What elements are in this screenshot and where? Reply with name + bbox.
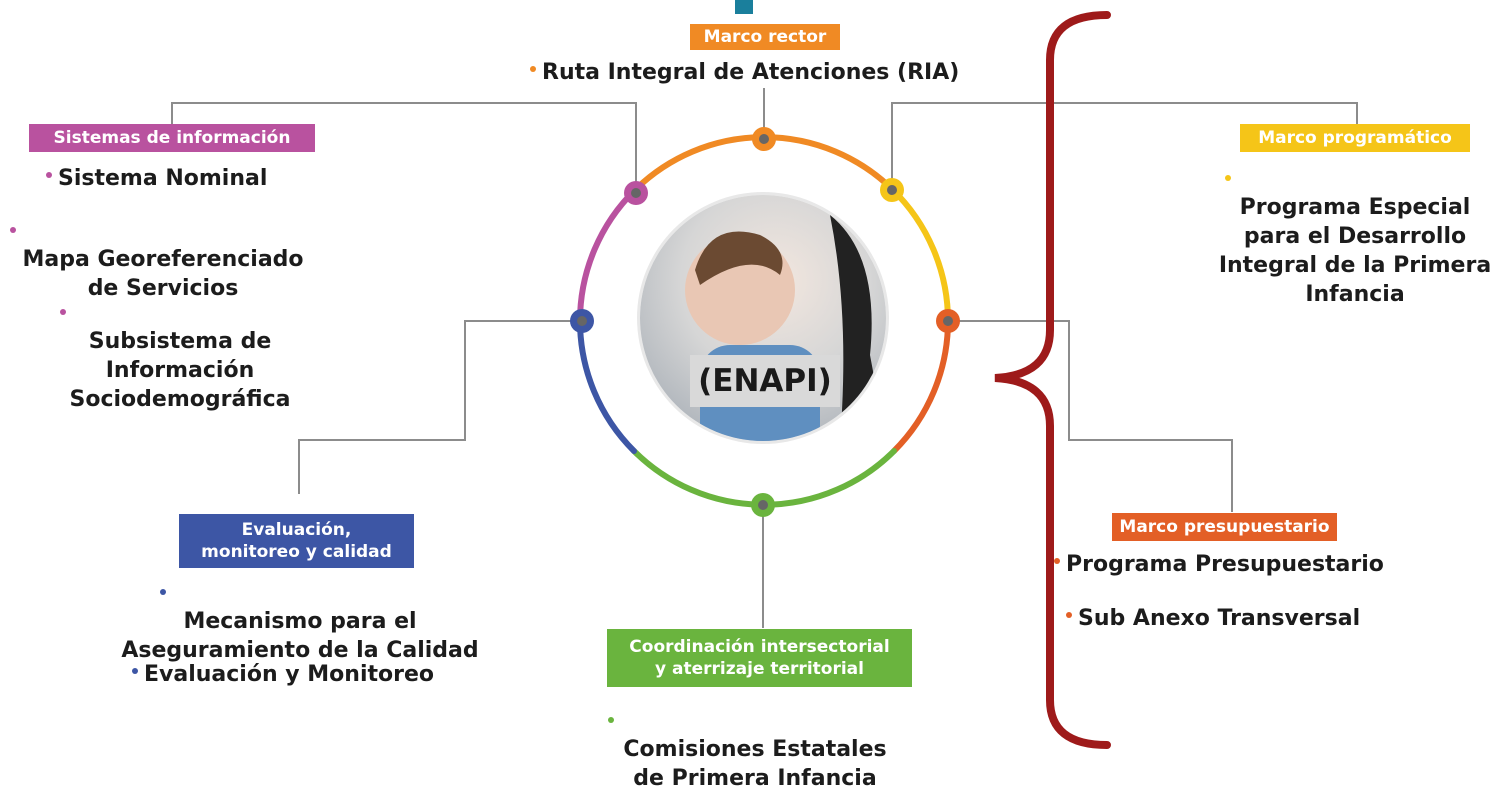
item-rector-0: Ruta Integral de Atenciones (RIA) (530, 58, 959, 87)
item-info-2: Subsistema de Información Sociodemográfi… (50, 298, 310, 414)
tag-sistemas-informacion: Sistemas de información (29, 124, 315, 152)
tag-marco-rector: Marco rector (690, 24, 840, 50)
connector-programatico (891, 102, 1358, 190)
ring-arc-presupuestario (891, 318, 951, 454)
item-presupuestario-0: Programa Presupuestario (1054, 550, 1384, 579)
connector-info (171, 102, 637, 192)
ring-arc-evaluacion (577, 318, 637, 454)
connector-evaluacion (298, 320, 582, 494)
item-info-0: Sistema Nominal (46, 164, 267, 193)
ring-arc-programatico (889, 186, 951, 324)
item-coordinacion-0: Comisiones Estatales de Primera Infancia (590, 706, 920, 793)
curly-brace (994, 11, 1111, 749)
tag-marco-presupuestario: Marco presupuestario (1112, 513, 1337, 541)
item-evaluacion-1: Evaluación y Monitoreo (132, 660, 434, 689)
item-info-1: Mapa Georeferenciado de Servicios (8, 216, 318, 303)
connector-presupuestario (950, 320, 1233, 512)
diagram-connectors (171, 11, 1358, 749)
tag-coordinacion: Coordinación intersectorial y aterrizaje… (607, 629, 912, 687)
tag-marco-programatico: Marco programático (1240, 124, 1470, 152)
ring-arc-info (577, 186, 639, 324)
item-evaluacion-0: Mecanismo para el Aseguramiento de la Ca… (110, 578, 490, 665)
tag-evaluacion: Evaluación, monitoreo y calidad (179, 514, 414, 568)
item-presupuestario-1: Sub Anexo Transversal (1066, 604, 1360, 633)
item-programatico-0: Programa Especial para el Desarrollo Int… (1205, 164, 1503, 309)
center-label: (ENAPI) (690, 355, 840, 407)
top-fragment (735, 0, 753, 14)
